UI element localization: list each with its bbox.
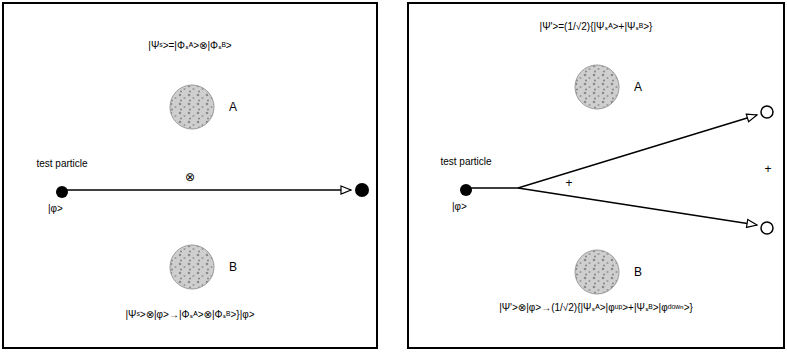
system-label: B xyxy=(229,260,237,274)
evolution-formula: |Ψˢ>⊗|φ>→|Φₛᴬ>⊗|Φₛᴮ>}|φ> xyxy=(125,309,254,321)
particle-ghost xyxy=(761,222,773,234)
particle-path-up xyxy=(470,115,757,188)
test-particle: test particle|φ> xyxy=(56,186,68,198)
particle-ghost xyxy=(761,106,773,118)
particle-dot xyxy=(56,186,68,198)
particle-dot-shape xyxy=(460,184,472,196)
system-circle: B xyxy=(574,249,620,295)
system-circle-shape xyxy=(575,65,619,109)
system-circle-shape xyxy=(170,85,214,129)
system-label: B xyxy=(634,265,642,279)
system-label: A xyxy=(229,100,237,114)
state-formula: |Ψ'>=(1/√2){|Ψₛᴬ>+|Ψₛᴮ>} xyxy=(540,21,653,33)
plus-symbol: + xyxy=(563,177,574,190)
particle-dot xyxy=(355,183,369,197)
system-circle-shape xyxy=(170,245,214,289)
particle-dot-shape xyxy=(56,186,68,198)
particle-path-down xyxy=(518,188,757,225)
state-formula: |Ψˢ>=|Φₛᴬ>⊗|Φₛᴮ> xyxy=(148,40,231,52)
system-outline xyxy=(574,64,620,110)
system-circle: B xyxy=(169,244,215,290)
system-circle: A xyxy=(169,84,215,130)
particle-label: test particle xyxy=(36,158,87,170)
particle-state: |φ> xyxy=(452,201,467,213)
system-circle-shape xyxy=(575,250,619,294)
system-circle: A xyxy=(574,64,620,110)
plus-symbol: + xyxy=(762,163,773,176)
system-label: A xyxy=(634,80,642,94)
particle-state: |φ> xyxy=(48,203,63,215)
tensor-symbol: ⊗ xyxy=(183,171,197,184)
system-outline xyxy=(169,244,215,290)
evolution-formula: |Ψ'>⊗|φ>→(1/√2){|Ψₛᴬ>|φᵘᵖ>+|Ψₛᴮ>|φᵈᵒʷⁿ>} xyxy=(499,302,693,314)
particle-dot xyxy=(460,184,472,196)
particle-label: test particle xyxy=(440,156,491,168)
system-outline xyxy=(574,249,620,295)
state-panel: |Ψ'>=(1/√2){|Ψₛᴬ>+|Ψₛᴮ>} |Ψ'>⊗|φ>→(1/√2){… xyxy=(407,2,785,349)
particle-path xyxy=(66,189,351,191)
test-particle: test particle|φ> xyxy=(460,184,472,196)
system-outline xyxy=(169,84,215,130)
